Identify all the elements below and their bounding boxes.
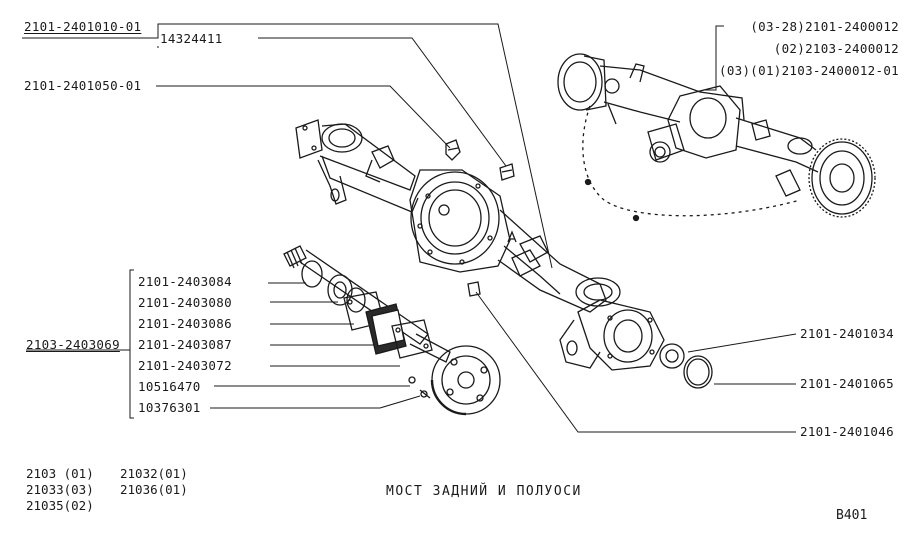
part-label-shaft-3: 2101-2403086 [138, 316, 232, 331]
axle-housing [295, 119, 665, 371]
model-entry: 2103 (01) [26, 466, 94, 481]
part-label-shaft-5: 2101-2403072 [138, 358, 232, 373]
part-label-halfshaft-assembly: 2103-2403069 [26, 337, 120, 352]
right-oring [683, 355, 713, 389]
models-left: 2103 (01) 21033(03) 21035(02) [26, 466, 94, 514]
part-label-shaft-4: 2101-2403087 [138, 337, 232, 352]
part-label-assembly-a: (03-28)2101-2400012 [750, 19, 899, 34]
model-entry: 21036(01) [120, 482, 188, 497]
right-bearing-ring [659, 343, 685, 369]
page-code: B401 [836, 508, 868, 523]
model-entry: 21032(01) [120, 466, 188, 481]
part-label-shaft-7: 10376301 [138, 400, 201, 415]
models-right: 21032(01) 21036(01) [120, 466, 188, 498]
part-label-breather: 2101-2401050-01 [24, 78, 142, 93]
leader-lines [22, 23, 797, 433]
part-label-axle-housing: 2101-2401010-01 [24, 19, 142, 34]
part-label-right-bearing: 2101-2401034 [800, 326, 894, 341]
part-label-boxed: 14324411 [160, 31, 223, 46]
part-label-shaft-2: 2101-2403080 [138, 295, 232, 310]
part-label-shaft-1: 2101-2403084 [138, 274, 232, 289]
part-label-assembly-b: (02)2103-2400012 [773, 41, 899, 56]
page-title: МОСТ ЗАДНИЙ И ПОЛУОСИ [386, 484, 582, 499]
filler-plug [467, 281, 481, 297]
part-label-shaft-6: 10516470 [138, 379, 201, 394]
halfshaft-exploded [283, 245, 501, 416]
drain-plug [499, 163, 515, 181]
part-label-right-oring: 2101-2401065 [800, 376, 894, 391]
part-label-assembly-c: (03)(01)2103-2400012-01 [719, 63, 899, 78]
breather-plug [445, 139, 461, 161]
model-entry: 21035(02) [26, 498, 94, 513]
model-entry: 21033(03) [26, 482, 94, 497]
part-label-filler-plug: 2101-2401046 [800, 424, 894, 439]
assembly-inset [557, 53, 876, 222]
